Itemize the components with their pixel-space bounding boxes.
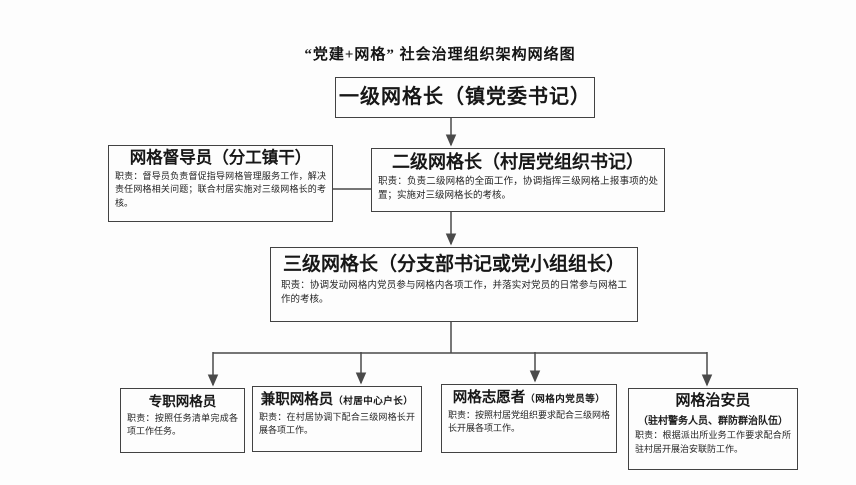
node-title: 一级网格长（镇党委书记）	[339, 86, 591, 108]
node-title-subtitle: （网格内党员等）	[525, 395, 606, 405]
node-grid-supervisor: 网格督导员（分工镇干） 职责：督导员负责督促指导网格管理服务工作，解决责任网格相…	[108, 145, 333, 222]
node-title: 网格督导员（分工镇干）	[129, 148, 312, 167]
node-duty-text: 职责：督导员负责督促指导网格管理服务工作，解决责任网格相关问题；联合村居实施对三…	[115, 170, 326, 208]
node-level1-grid-chief: 一级网格长（镇党委书记）	[335, 77, 595, 118]
diagram-title: “党建+网格” 社会治理组织架构网络图	[304, 47, 576, 63]
node-title: 网格治安员	[675, 393, 751, 409]
node-level2-grid-chief: 二级网格长（村居党组织书记） 职责：负责二级网格的全面工作，协调指挥三级网格上报…	[371, 148, 665, 212]
node-title-main: 网格志愿者	[452, 390, 526, 406]
node-duty-text: 职责：在村居协调下配合三级网格长开展各项工作。	[259, 411, 415, 436]
node-grid-security-officer: 网格治安员 （驻村警务人员、群防群治队伍） 职责：根据派出所业务工作要求配合所驻…	[628, 388, 798, 470]
node-duty-text: 职责：按照任务清单完成各项工作任务。	[127, 412, 238, 437]
node-grid-volunteer: 网格志愿者（网格内党员等） 职责：按照村居党组织要求配合三级网格长开展各项工作。	[441, 384, 617, 453]
node-title: 三级网格长（分支部书记或党小组组长）	[282, 254, 625, 275]
node-duty-text: 职责：协调发动网格内党员参与网格内各项工作，并落实对党员的日常参与网格工作的考核…	[281, 280, 627, 306]
node-title: 兼职网格员（村居中心户长）	[253, 392, 421, 409]
node-level3-grid-chief: 三级网格长（分支部书记或党小组组长） 职责：协调发动网格内党员参与网格内各项工作…	[270, 247, 638, 322]
node-parttime-grid-worker: 兼职网格员（村居中心户长） 职责：在村居协调下配合三级网格长开展各项工作。	[252, 386, 422, 452]
node-title: 专职网格员	[148, 394, 217, 409]
node-fulltime-grid-worker: 专职网格员 职责：按照任务清单完成各项工作任务。	[120, 388, 245, 453]
node-duty-text: 职责：按照村居党组织要求配合三级网格长开展各项工作。	[448, 409, 611, 434]
node-title-subtitle: （驻村警务人员、群防群治队伍）	[638, 416, 788, 428]
node-title: 网格志愿者（网格内党员等）	[442, 390, 616, 407]
node-duty-text: 职责：根据派出所业务工作要求配合所驻村居开展治安联防工作。	[635, 430, 791, 454]
node-title-subtitle: （村居中心户长）	[333, 397, 414, 407]
node-title-main: 兼职网格员	[260, 392, 334, 408]
node-duty-text: 职责：负责二级网格的全面工作，协调指挥三级网格上报事项的处置；实施对三级网格长的…	[378, 176, 658, 201]
node-title: 二级网格长（村居党组织书记）	[392, 152, 644, 172]
